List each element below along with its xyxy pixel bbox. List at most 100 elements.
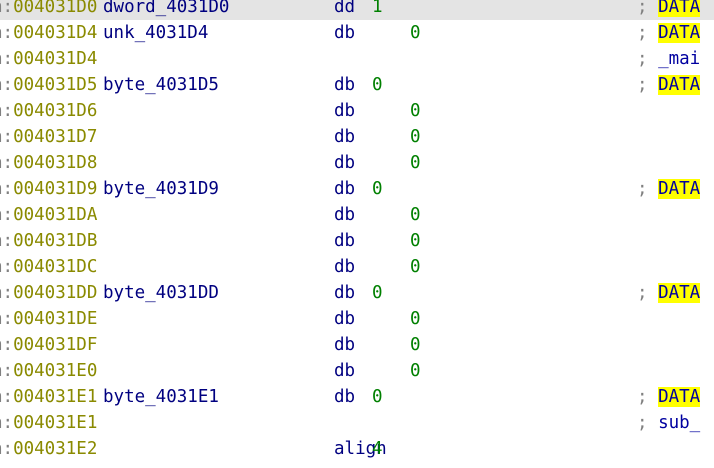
comment-marker: ; [637,0,659,17]
listing-row[interactable]: a:004031D7 db 0 [0,124,714,150]
operand-value[interactable]: 0 [372,75,383,95]
address-offset: 004031E1 [13,413,98,433]
address[interactable]: a:004031D4 [0,46,97,72]
segment-prefix: a: [0,413,14,433]
operand-value[interactable]: 0 [410,153,421,173]
segment-prefix: a: [0,49,14,69]
address[interactable]: a:004031DE [0,306,97,332]
directive-mnemonic[interactable]: db [334,75,356,95]
address[interactable]: a:004031E0 [0,358,97,384]
address[interactable]: a:004031D0 [0,0,97,20]
address[interactable]: a:004031D7 [0,124,97,150]
segment-prefix: a: [0,179,14,199]
address[interactable]: a:004031DB [0,228,97,254]
xref-link[interactable]: sub_ [658,413,701,433]
listing-row[interactable]: a:004031DB db 0 [0,228,714,254]
address[interactable]: a:004031E1 [0,410,97,436]
listing-row[interactable]: a:004031D4; _mai [0,46,714,72]
address-offset: 004031DB [13,231,98,251]
symbol-label[interactable]: byte_4031E1 [103,387,219,407]
segment-prefix: a: [0,101,14,121]
segment-prefix: a: [0,153,14,173]
segment-prefix: a: [0,75,14,95]
symbol-label[interactable]: dword_4031D0 [103,0,230,17]
operand-value[interactable]: 0 [410,335,421,355]
address[interactable]: a:004031DD [0,280,97,306]
address[interactable]: a:004031D9 [0,176,97,202]
directive-mnemonic[interactable]: db [334,101,356,121]
listing-row[interactable]: a:004031E0 db 0 [0,358,714,384]
address[interactable]: a:004031DC [0,254,97,280]
symbol-label[interactable]: byte_4031D9 [103,179,219,199]
operand-value[interactable]: 0 [372,387,383,407]
directive-mnemonic[interactable]: db [334,257,356,277]
address[interactable]: a:004031E1 [0,384,97,410]
operand-value[interactable]: 0 [410,231,421,251]
listing-row[interactable]: a:004031DC db 0 [0,254,714,280]
operand-value[interactable]: 0 [410,23,421,43]
operand-value[interactable]: 4 [372,439,383,459]
directive-mnemonic[interactable]: db [334,387,356,407]
listing-row[interactable]: a:004031D8 db 0 [0,150,714,176]
xref-link[interactable]: DATA [658,387,701,407]
operand-value[interactable]: 0 [410,361,421,381]
address[interactable]: a:004031D5 [0,72,97,98]
operand-value[interactable]: 1 [372,0,383,17]
directive-mnemonic[interactable]: db [334,127,356,147]
listing-row[interactable]: a:004031D0 dword_4031D0 dd 1; DATA [0,0,714,20]
xref-link[interactable]: _mai [658,49,701,69]
address[interactable]: a:004031DF [0,332,97,358]
operand-value[interactable]: 0 [410,127,421,147]
address[interactable]: a:004031D8 [0,150,97,176]
address-offset: 004031E1 [13,387,98,407]
directive-mnemonic[interactable]: db [334,231,356,251]
listing-row[interactable]: a:004031D6 db 0 [0,98,714,124]
symbol-label[interactable]: unk_4031D4 [103,23,209,43]
directive-mnemonic[interactable]: db [334,153,356,173]
xref-link[interactable]: DATA [658,23,701,43]
directive-mnemonic[interactable]: dd [334,0,356,17]
listing-row[interactable]: a:004031D5 byte_4031D5 db 0 ; DATA [0,72,714,98]
listing-row[interactable]: a:004031DE db 0 [0,306,714,332]
symbol-label[interactable]: byte_4031DD [103,283,219,303]
operand-value[interactable]: 0 [372,283,383,303]
address[interactable]: a:004031D6 [0,98,97,124]
address-offset: 004031DE [13,309,98,329]
address[interactable]: a:004031D4 [0,20,97,46]
directive-mnemonic[interactable]: db [334,361,356,381]
directive-mnemonic[interactable]: db [334,23,356,43]
comment-marker: ; [637,49,659,69]
xref-link[interactable]: DATA [658,75,701,95]
listing-row[interactable]: a:004031E1; sub_ [0,410,714,436]
directive-mnemonic[interactable]: db [334,205,356,225]
listing-row[interactable]: a:004031DA db 0 [0,202,714,228]
xref-comment: ; DATA [637,280,701,306]
operand-value[interactable]: 0 [410,257,421,277]
directive-mnemonic[interactable]: db [334,335,356,355]
xref-link[interactable]: DATA [658,0,701,17]
xref-link[interactable]: DATA [658,179,701,199]
directive-mnemonic[interactable]: align [334,439,387,459]
address[interactable]: a:004031DA [0,202,97,228]
directive-mnemonic[interactable]: db [334,309,356,329]
xref-comment: ; DATA [637,72,701,98]
symbol-label[interactable]: byte_4031D5 [103,75,219,95]
operand-value[interactable]: 0 [410,309,421,329]
xref-link[interactable]: DATA [658,283,701,303]
directive-mnemonic[interactable]: db [334,179,356,199]
operand-value[interactable]: 0 [410,205,421,225]
listing-row[interactable]: a:004031DD byte_4031DD db 0 ; DATA [0,280,714,306]
operand-value[interactable]: 0 [410,101,421,121]
address-offset: 004031D6 [13,101,98,121]
operand-value[interactable]: 0 [372,179,383,199]
segment-prefix: a: [0,387,14,407]
listing-row[interactable]: a:004031DF db 0 [0,332,714,358]
address[interactable]: a:004031E2 [0,436,97,462]
directive-mnemonic[interactable]: db [334,283,356,303]
comment-marker: ; [637,413,659,433]
